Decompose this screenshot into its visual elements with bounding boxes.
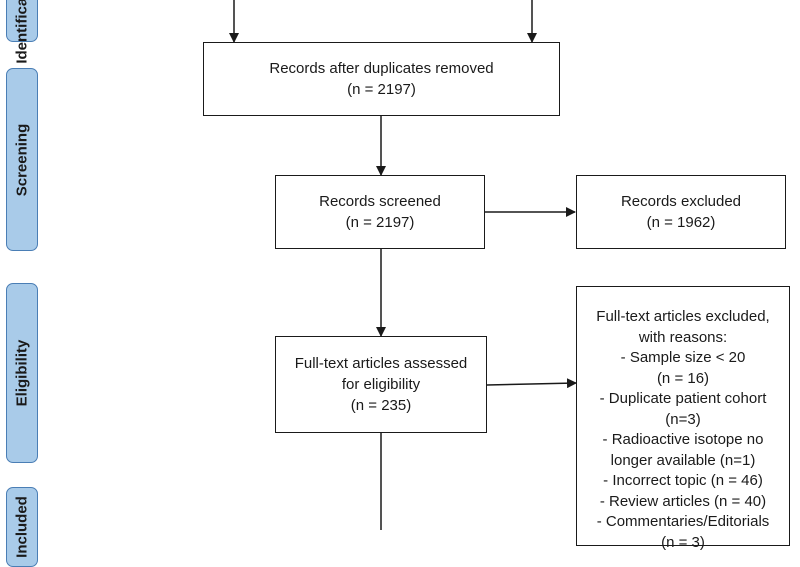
duplicates-count: (n = 2197) [347,81,416,98]
fulltext-excluded-line: - Radioactive isotope no [602,431,764,448]
fulltext-excluded-line: longer available (n=1) [610,451,756,469]
fulltext-excluded-line: - Sample size < 20 [620,349,746,366]
excluded-count: (n = 1962) [646,214,716,231]
fulltext-excluded-line: Full-text articles excluded, [596,308,770,325]
fulltext-excluded-line: - Incorrect topic (n = 46) [603,472,763,489]
box-fulltext-excluded: Full-text articles excluded, with reason… [576,286,790,551]
fulltext-excluded-line: - Review articles (n = 40) [599,492,767,510]
box-records-after-duplicates: Records after duplicates removed (n = 21… [203,42,560,116]
fulltext-excluded-line: (n = 16) [656,369,710,387]
fulltext-excluded-line: with reasons: [638,328,728,346]
phase-eligibility: Eligibility [6,283,38,463]
phase-identification: Identification [6,0,38,64]
duplicates-label: Records after duplicates removed [269,60,494,77]
arrow-fulltext-to-fulltext-excluded [486,378,577,389]
box-records-excluded: Records excluded (n = 1962) [576,175,786,249]
fulltext-assessed-line2: for eligibility [341,376,421,393]
fulltext-assessed-line1: Full-text articles assessed [294,355,468,372]
screened-label: Records screened [319,193,441,210]
box-fulltext-assessed: Full-text articles assessed for eligibil… [275,336,487,433]
fulltext-excluded-line: (n=3) [665,410,701,428]
phase-screening: Screening [6,68,38,251]
fulltext-assessed-count: (n = 235) [350,397,412,414]
excluded-label: Records excluded [620,193,742,210]
fulltext-excluded-line: (n = 3) [661,533,705,551]
fulltext-excluded-line: - Commentaries/Editorials [596,513,770,530]
box-records-screened: Records screened (n = 2197) [275,175,485,249]
fulltext-excluded-line: - Duplicate patient cohort [599,390,767,407]
flow-connectors [229,0,577,530]
screened-count: (n = 2197) [345,214,415,231]
